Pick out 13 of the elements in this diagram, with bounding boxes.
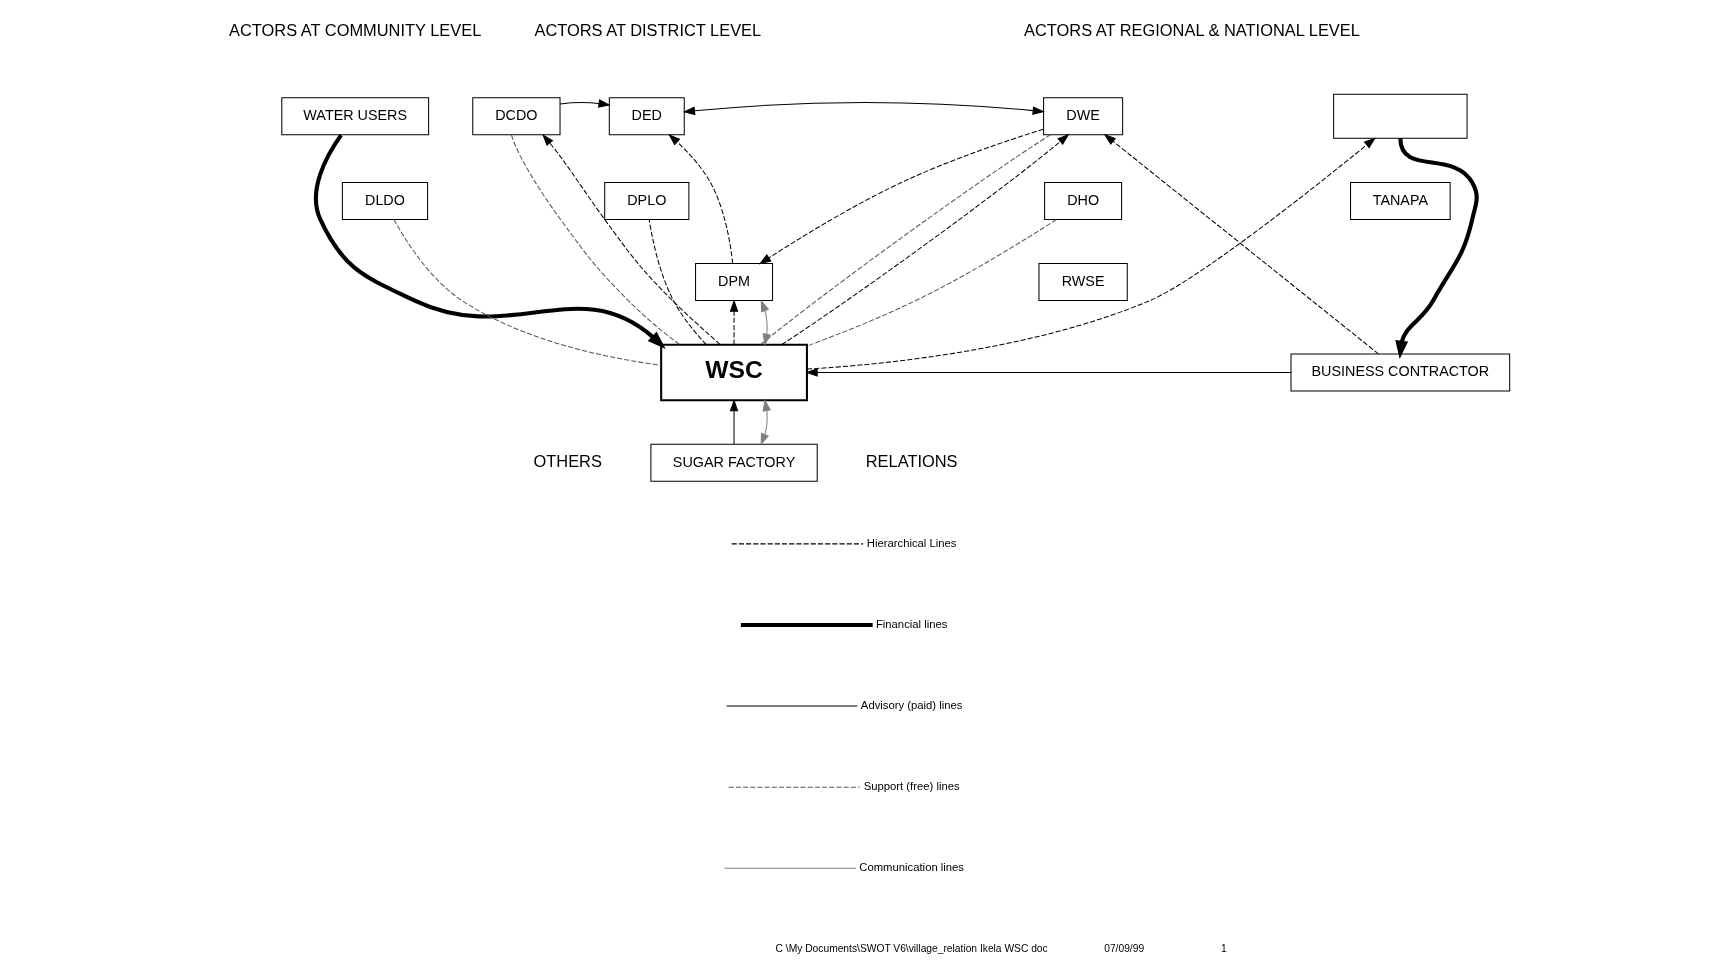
label: 1	[1220, 942, 1227, 954]
legend-label: Advisory (paid) lines	[860, 698, 963, 711]
label: ACTORS AT DISTRICT LEVEL	[534, 19, 762, 38]
legend-label: Support (free) lines	[863, 779, 960, 792]
label: RELATIONS	[865, 451, 958, 470]
legend-label: Communication lines	[859, 860, 965, 873]
label: 07/09/99	[1104, 942, 1145, 954]
label: OTHERS	[533, 451, 602, 470]
legend-label: Hierarchical Lines	[866, 536, 957, 549]
label: ACTORS AT COMMUNITY LEVEL	[229, 19, 482, 38]
legend-label: Financial lines	[875, 617, 948, 630]
label: ACTORS AT REGIONAL & NATIONAL LEVEL	[1024, 19, 1360, 38]
label: C \My Documents\SWOT V6\village_relation Ikela WSC doc	[775, 942, 1048, 954]
